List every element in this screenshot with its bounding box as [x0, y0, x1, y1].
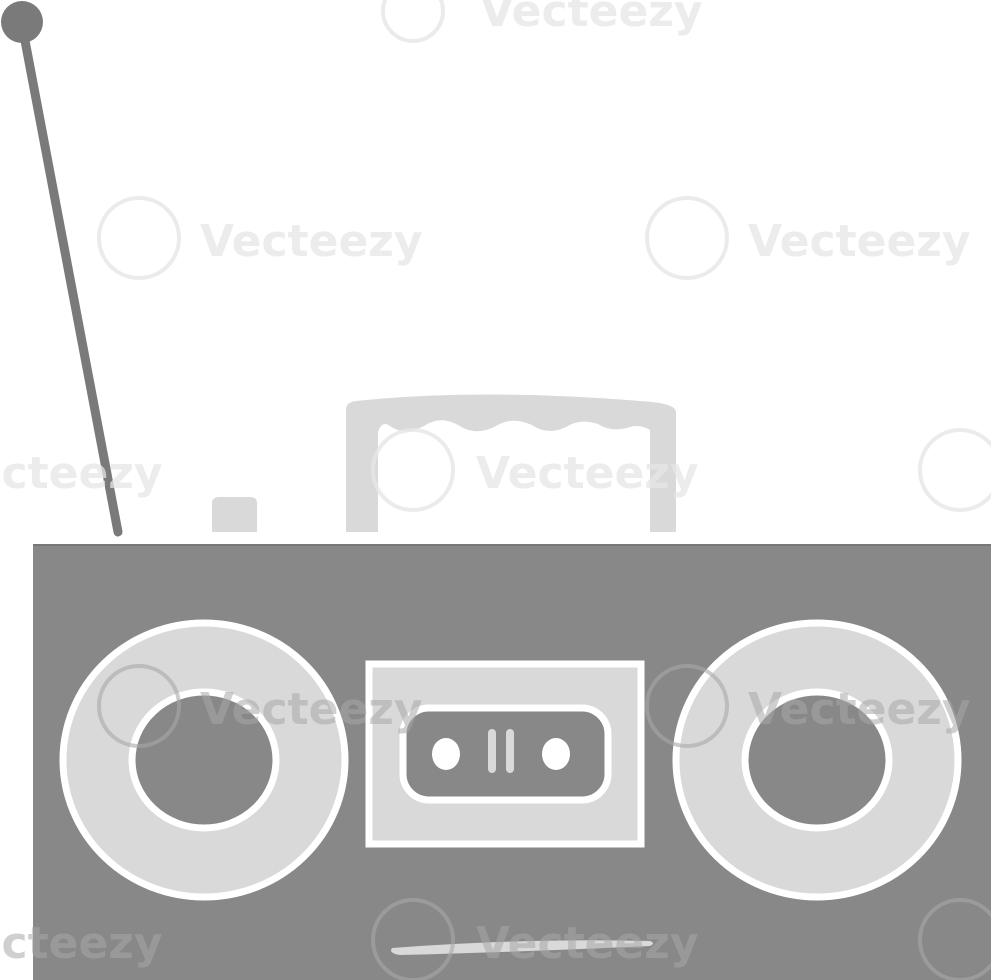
watermark-text: Vecteezy: [748, 216, 971, 267]
watermark-text: Vecteezy: [200, 684, 423, 735]
watermark-text: Vecteezy: [748, 684, 971, 735]
left-reel-icon: [432, 738, 460, 770]
bottom-slot: [391, 940, 653, 955]
cassette-window: [399, 704, 612, 804]
watermark-text: Vecteezy: [480, 0, 703, 37]
watermark-text: Vecteezy: [476, 448, 699, 499]
right-reel-icon: [542, 738, 570, 770]
left-speaker: [59, 619, 349, 901]
antenna-tip-icon: [1, 1, 43, 43]
cassette-deck: [365, 660, 645, 848]
top-knob: [212, 497, 257, 532]
watermark-text: Vecteezy: [0, 918, 163, 969]
right-speaker: [672, 619, 962, 901]
watermark-text: Vecteezy: [0, 448, 163, 499]
watermark-text: Vecteezy: [200, 216, 423, 267]
watermark-text: Vecteezy: [476, 918, 699, 969]
carry-handle: [346, 394, 676, 532]
antenna: [1, 1, 123, 537]
watermark-logo-icon: [97, 0, 991, 980]
